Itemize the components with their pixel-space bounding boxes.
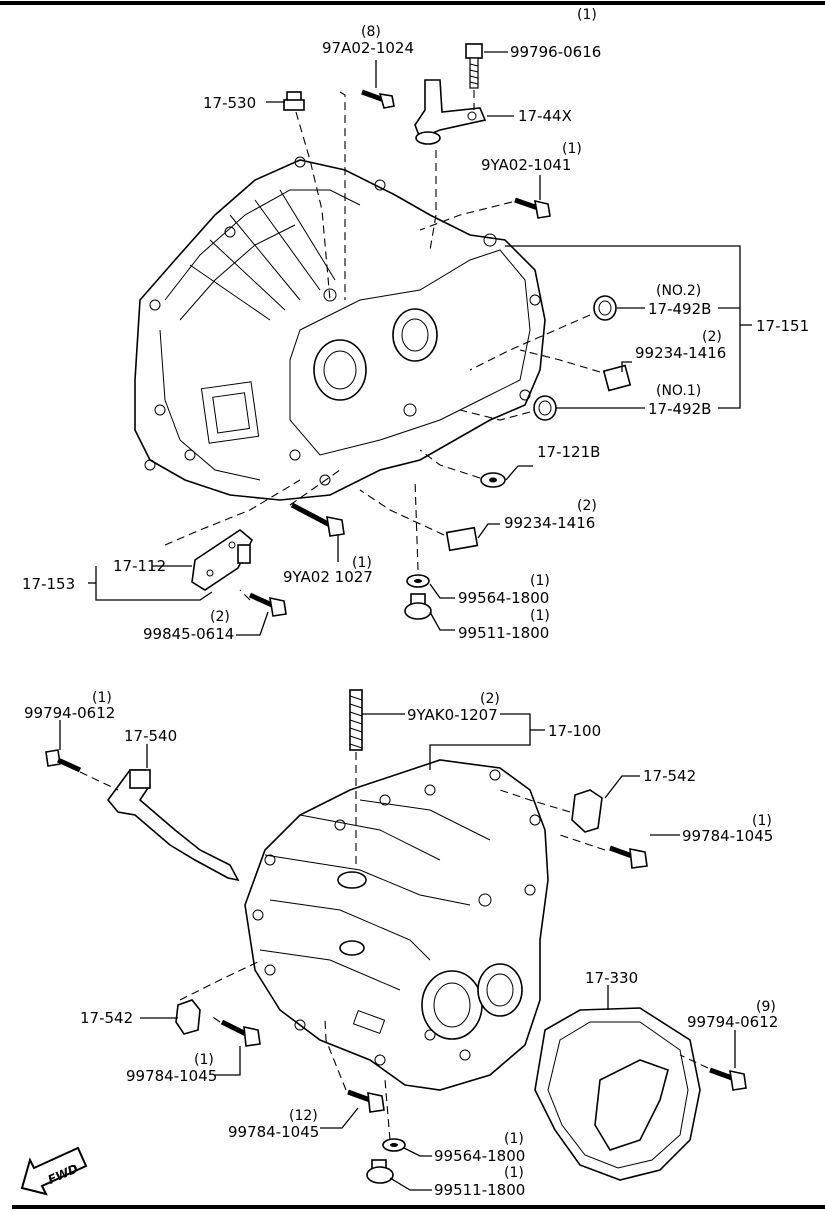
label-99784-1045-b-qty: (1) <box>194 1052 214 1068</box>
label-99784-1045-a: 99784-1045 <box>682 827 773 845</box>
label-99845-0614-qty: (2) <box>210 609 230 625</box>
label-99564-1800-bottom: 99564-1800 <box>434 1147 525 1165</box>
label-99511-1800-bottom-qty: (1) <box>504 1165 524 1181</box>
label-99794-0612-a-qty: (1) <box>92 690 112 706</box>
bolt-99794-0612-b <box>709 1067 747 1091</box>
label-99796-0616: 99796-0616 <box>510 43 601 61</box>
bolt-9YA02-1041 <box>514 197 551 219</box>
label-97A02-1024: 97A02-1024 <box>322 39 414 57</box>
bolt-99796-0616 <box>465 43 483 89</box>
label-9YA02-1027-qty: (1) <box>352 555 372 571</box>
label-17-542-a: 17-542 <box>643 767 696 785</box>
label-17-542-b: 17-542 <box>80 1009 133 1027</box>
label-99784-1045-c-qty: (12) <box>289 1108 318 1124</box>
bracket-17-542-b <box>175 999 201 1035</box>
label-99234-1416-b-qty: (2) <box>577 498 597 514</box>
label-99564-1800-top-qty: (1) <box>530 573 550 589</box>
label-99784-1045-a-qty: (1) <box>752 813 772 829</box>
bolt-99784-1045-c <box>347 1089 385 1113</box>
label-9YA02-1041: 9YA02-1041 <box>481 156 571 174</box>
label-99234-1416-a: 99234-1416 <box>635 344 726 362</box>
label-99564-1800-bottom-qty: (1) <box>504 1131 524 1147</box>
top-leader-lines <box>88 51 752 636</box>
top-dashed-lines <box>164 90 601 601</box>
top-labels: (8) 97A02-1024 (1) 99796-0616 17-530 17-… <box>22 7 809 643</box>
bolt-99784-1045-b <box>220 1019 261 1047</box>
bolt-97A02-1024 <box>361 89 395 109</box>
label-17-492B-no1-tag: (NO.1) <box>656 383 701 399</box>
label-17-44X: 17-44X <box>518 107 572 125</box>
label-9YA02-1027: 9YA02 1027 <box>283 568 373 586</box>
cover-17-330 <box>534 1007 701 1181</box>
bushing-17-492B-no2 <box>593 295 617 321</box>
fwd-arrow-icon: FWD <box>20 1146 88 1196</box>
label-17-153: 17-153 <box>22 575 75 593</box>
label-99794-0612-a: 99794-0612 <box>24 704 115 722</box>
label-17-121B: 17-121B <box>537 443 600 461</box>
label-17-151: 17-151 <box>756 317 809 335</box>
bolt-99845-0614 <box>248 592 287 617</box>
label-99784-1045-b: 99784-1045 <box>126 1067 217 1085</box>
bottom-labels: (1) 99794-0612 17-540 (2) 9YAK0-1207 17-… <box>24 690 778 1199</box>
label-99794-0612-b-qty: (9) <box>756 999 776 1015</box>
label-99564-1800-top: 99564-1800 <box>458 589 549 607</box>
washer-17-121B <box>480 472 506 488</box>
sensor-17-44X <box>414 79 487 145</box>
plug-99511-1800-bottom <box>366 1159 394 1184</box>
bracket-17-540 <box>106 769 240 882</box>
bolt-99794-0612-a <box>45 749 82 773</box>
cover-17-112 <box>191 529 253 591</box>
label-99234-1416-b: 99234-1416 <box>504 514 595 532</box>
washer-99564-1800-top <box>406 574 430 588</box>
label-17-540: 17-540 <box>124 727 177 745</box>
label-99511-1800-top-qty: (1) <box>530 608 550 624</box>
label-9YA02-1041-qty: (1) <box>562 141 582 157</box>
label-17-112: 17-112 <box>113 557 166 575</box>
label-99784-1045-c: 99784-1045 <box>228 1123 319 1141</box>
transmission-case <box>244 759 549 1091</box>
bracket-17-542-a <box>571 789 603 833</box>
label-17-100: 17-100 <box>548 722 601 740</box>
label-17-492B-no2: 17-492B <box>648 300 711 318</box>
label-99234-1416-a-qty: (2) <box>702 329 722 345</box>
stud-9YAK0-1207 <box>349 689 363 751</box>
bottom-dashed-lines <box>79 752 709 1141</box>
label-17-330: 17-330 <box>585 969 638 987</box>
label-9YAK0-1207-qty: (2) <box>480 691 500 707</box>
bushing-17-492B-no1 <box>533 395 557 421</box>
pin-99234-1416-b <box>445 526 479 552</box>
washer-99564-1800-bottom <box>382 1138 406 1152</box>
label-99794-0612-b: 99794-0612 <box>687 1013 778 1031</box>
bolt-9YA02-1027 <box>290 502 345 537</box>
label-17-492B-no1: 17-492B <box>648 400 711 418</box>
label-9YAK0-1207: 9YAK0-1207 <box>407 706 498 724</box>
label-99511-1800-bottom: 99511-1800 <box>434 1181 525 1199</box>
pin-99234-1416-a <box>602 364 632 392</box>
label-99796-0616-qty: (1) <box>577 7 597 23</box>
bolt-99784-1045-a <box>609 845 648 869</box>
bottom-leader-lines <box>59 713 736 1191</box>
label-97A02-1024-qty: (8) <box>361 24 381 40</box>
label-99511-1800-top: 99511-1800 <box>458 624 549 642</box>
plug-17-530 <box>283 91 305 111</box>
plug-99511-1800-top <box>404 593 432 620</box>
clutch-housing <box>134 156 546 501</box>
label-17-492B-no2-tag: (NO.2) <box>656 283 701 299</box>
label-99845-0614: 99845-0614 <box>143 625 234 643</box>
label-17-530: 17-530 <box>203 94 256 112</box>
